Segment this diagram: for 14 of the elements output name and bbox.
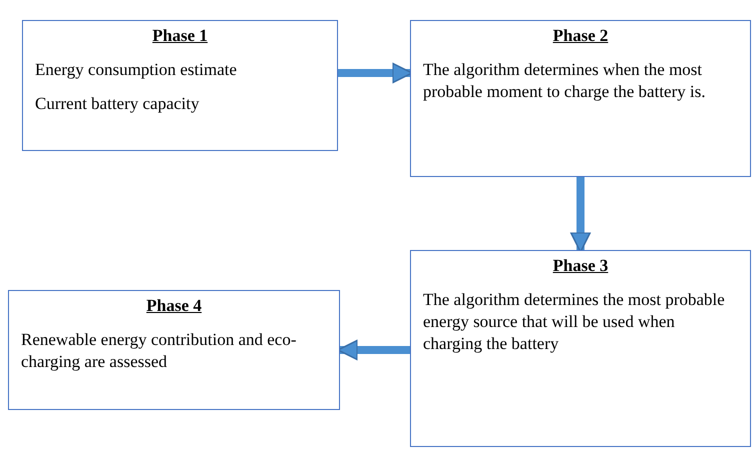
phase-box bbox=[410, 250, 751, 447]
phase-heading: Phase 1 bbox=[151, 25, 209, 47]
phase-description: Renewable energy contribution and eco-charging are assessed bbox=[21, 329, 298, 373]
phase-box bbox=[22, 20, 338, 151]
phase-description: Current battery capacity bbox=[35, 93, 200, 115]
arrow bbox=[570, 177, 591, 253]
phase-description: The algorithm determines the most probable energy source that will be used when charging the battery bbox=[423, 289, 726, 355]
phase-description: The algorithm determines when the most probable moment to charge the battery is. bbox=[423, 59, 706, 103]
phase-heading: Phase 3 bbox=[552, 255, 610, 277]
phase-box bbox=[8, 290, 340, 410]
phase-heading: Phase 2 bbox=[552, 25, 610, 47]
phase-description: Energy consumption estimate bbox=[35, 59, 238, 81]
phase-heading: Phase 4 bbox=[145, 295, 203, 317]
phase-box bbox=[410, 20, 751, 177]
